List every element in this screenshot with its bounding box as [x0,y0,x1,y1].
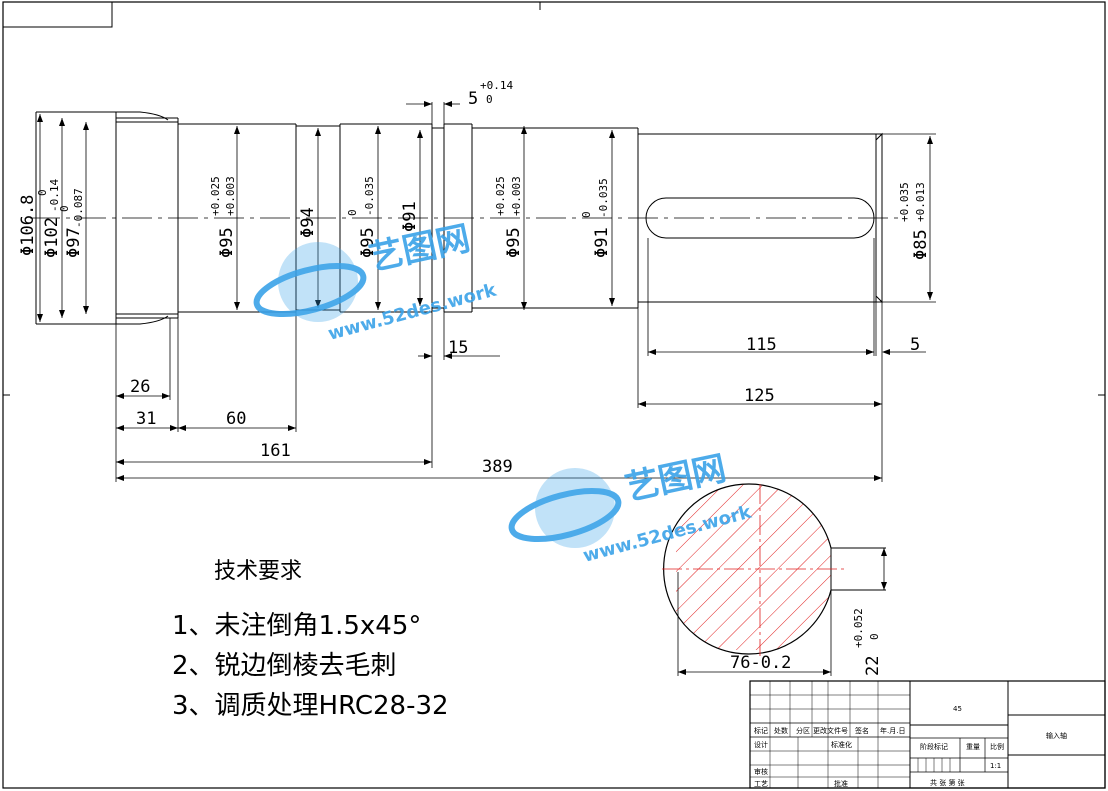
tb-label-sheets: 共 张 第 张 [930,778,965,787]
technical-notes: 技术要求 1、未注倒角1.5x45° 2、锐边倒棱去毛刺 3、调质处理HRC28… [172,559,449,721]
dim-d95-a-tol-lo: +0.003 [224,176,237,216]
dim-d102-tol-hi: 0 [36,189,49,196]
tb-label-process: 工艺 [754,780,768,788]
tb-material: 45 [953,705,962,713]
notes-item-2: 2、锐边倒棱去毛刺 [172,651,397,681]
notes-title: 技术要求 [214,559,302,584]
dim-len-5: 5 [910,335,920,355]
tb-label-change-doc: 更改文件号 [813,726,848,735]
arrowheads [37,101,933,481]
watermark-globe-icon [278,242,358,322]
title-block-text: 45 输入轴 1:1 标记 处数 分区 更改文件号 签名 年.月.日 设计 标准… [754,705,1067,788]
dim-groove-width: 5 [468,89,478,109]
dim-d97-tol-hi: 0 [58,205,71,212]
watermark-1: 艺图网 www.52des.work [253,218,499,345]
corner-box [2,1,113,28]
dim-d95-c: Φ95 [504,227,524,258]
section-view: 76-0.2 22 +0.052 0 [662,483,887,676]
tb-label-weight: 重量 [966,743,980,751]
tb-label-review: 审核 [754,767,768,776]
tb-label-date: 年.月.日 [880,726,905,735]
notes-item-1: 1、未注倒角1.5x45° [172,611,421,641]
dim-d94: Φ94 [298,207,318,238]
dim-d85-tol-lo: +0.013 [914,182,927,222]
dim-d95-c-tol-hi: +0.025 [494,176,507,216]
watermark-globe-icon-2 [535,468,615,548]
dim-text-group: Φ106.8 Φ102 -0.14 0 Φ97 -0.087 0 Φ95 +0.… [18,79,931,477]
tb-label-count: 处数 [774,726,788,735]
dim-len-31: 31 [136,409,156,429]
dim-groove-tol-lo: 0 [486,93,493,106]
diameter-dim-lines [39,114,936,322]
tb-label-approve: 批准 [834,779,848,788]
dim-len-15: 15 [448,338,468,358]
dim-key-depth: 76-0.2 [730,653,791,673]
length-dim-lines [115,102,926,482]
dim-groove-tol-hi: +0.14 [480,79,513,92]
dim-d91-b-tol-hi: 0 [580,211,593,218]
dim-d95-b: Φ95 [358,227,378,258]
tb-label-sign: 签名 [855,726,869,735]
tb-label-zone: 分区 [796,726,810,735]
dim-d102: Φ102 [42,217,62,258]
dim-d102-tol-lo: -0.14 [48,179,61,212]
dim-d85: Φ85 [911,229,931,260]
watermark-brand-1: 艺图网 [366,218,474,278]
dim-d97: Φ97 [64,227,84,258]
title-block [749,680,1106,789]
dim-d95-c-tol-lo: +0.003 [510,176,523,216]
dim-d106-8: Φ106.8 [18,195,38,256]
dim-key-width-tol-lo: 0 [868,633,881,640]
tb-label-standardize: 标准化 [831,740,852,749]
dim-d91-b: Φ91 [592,227,612,258]
dim-len-115: 115 [746,335,777,355]
dim-len-60: 60 [226,409,246,429]
dim-d85-tol-hi: +0.035 [898,182,911,222]
dim-d97-tol: -0.087 [72,188,85,228]
tb-label-stage-mark: 阶段标记 [920,742,948,751]
dim-d95-b-tol-lo: -0.035 [363,176,376,216]
dim-d91-a: Φ91 [400,201,420,232]
dim-d95-a-tol-hi: +0.025 [209,176,222,216]
tb-label-ratio: 比例 [990,742,1004,751]
dim-d95-b-tol-hi: 0 [346,209,359,216]
tb-scale: 1:1 [990,762,1001,770]
dim-key-width-tol-hi: +0.052 [852,608,865,648]
dim-len-26: 26 [130,377,150,397]
dim-len-161: 161 [260,441,291,461]
tb-label-design: 设计 [754,740,768,749]
dim-d95-a: Φ95 [217,227,237,258]
dim-len-125: 125 [744,386,775,406]
dim-len-389: 389 [482,457,513,477]
tb-label-mark: 标记 [754,726,768,735]
tb-part-name: 输入轴 [1046,731,1067,740]
notes-item-3: 3、调质处理HRC28-32 [172,691,449,721]
dim-d91-b-tol-lo: -0.035 [597,178,610,218]
dim-key-width: 22 [863,656,883,676]
